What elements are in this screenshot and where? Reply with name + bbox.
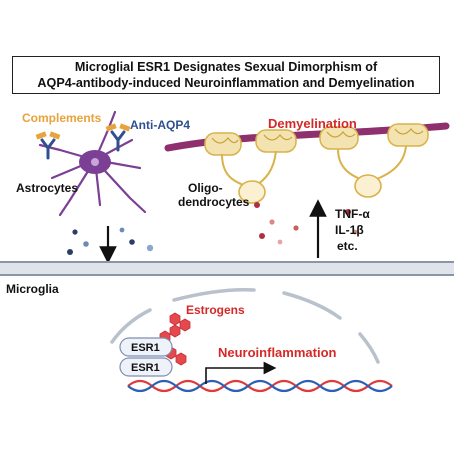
label-etc: etc. — [337, 239, 358, 253]
label-il1b: IL-1β — [335, 223, 364, 237]
esr1-receptor-top — [119, 337, 173, 357]
label-oligo-line1: Oligo- — [188, 181, 223, 195]
title-line-1: Microglial ESR1 Designates Sexual Dimorp… — [74, 60, 378, 74]
title-line-2: AQP4-antibody-induced Neuroinflammation … — [37, 76, 415, 90]
transcription-arrow-icon — [205, 361, 277, 384]
released-molecules-left — [67, 227, 154, 255]
dna-helix — [127, 379, 393, 393]
label-estrogens: Estrogens — [186, 303, 245, 317]
cell-membrane — [0, 261, 454, 276]
antibody-icon — [40, 130, 126, 160]
nuclear-envelope — [110, 287, 380, 364]
label-complements: Complements — [22, 111, 102, 125]
esr1-receptor-bottom — [119, 357, 173, 377]
label-demyelination: Demyelination — [268, 116, 357, 131]
label-anti-aqp4: Anti-AQP4 — [130, 118, 190, 132]
label-astrocytes: Astrocytes — [16, 181, 78, 195]
myelin-sheath — [204, 123, 429, 156]
label-esr1-top: ESR1 — [131, 342, 160, 354]
label-neuroinflammation: Neuroinflammation — [218, 345, 337, 360]
complement-icon — [35, 123, 131, 140]
myelinated-axon — [164, 122, 450, 204]
label-oligo-line2: dendrocytes — [178, 195, 250, 209]
label-esr1-bottom: ESR1 — [131, 362, 160, 374]
title-box: Microglial ESR1 Designates Sexual Dimorp… — [12, 56, 440, 94]
astrocyte — [35, 110, 147, 217]
label-tnf: TNF-α — [335, 207, 370, 221]
label-microglia: Microglia — [6, 282, 59, 296]
cytokine-molecules — [254, 202, 358, 245]
oligodendrocyte-cells — [221, 145, 407, 204]
